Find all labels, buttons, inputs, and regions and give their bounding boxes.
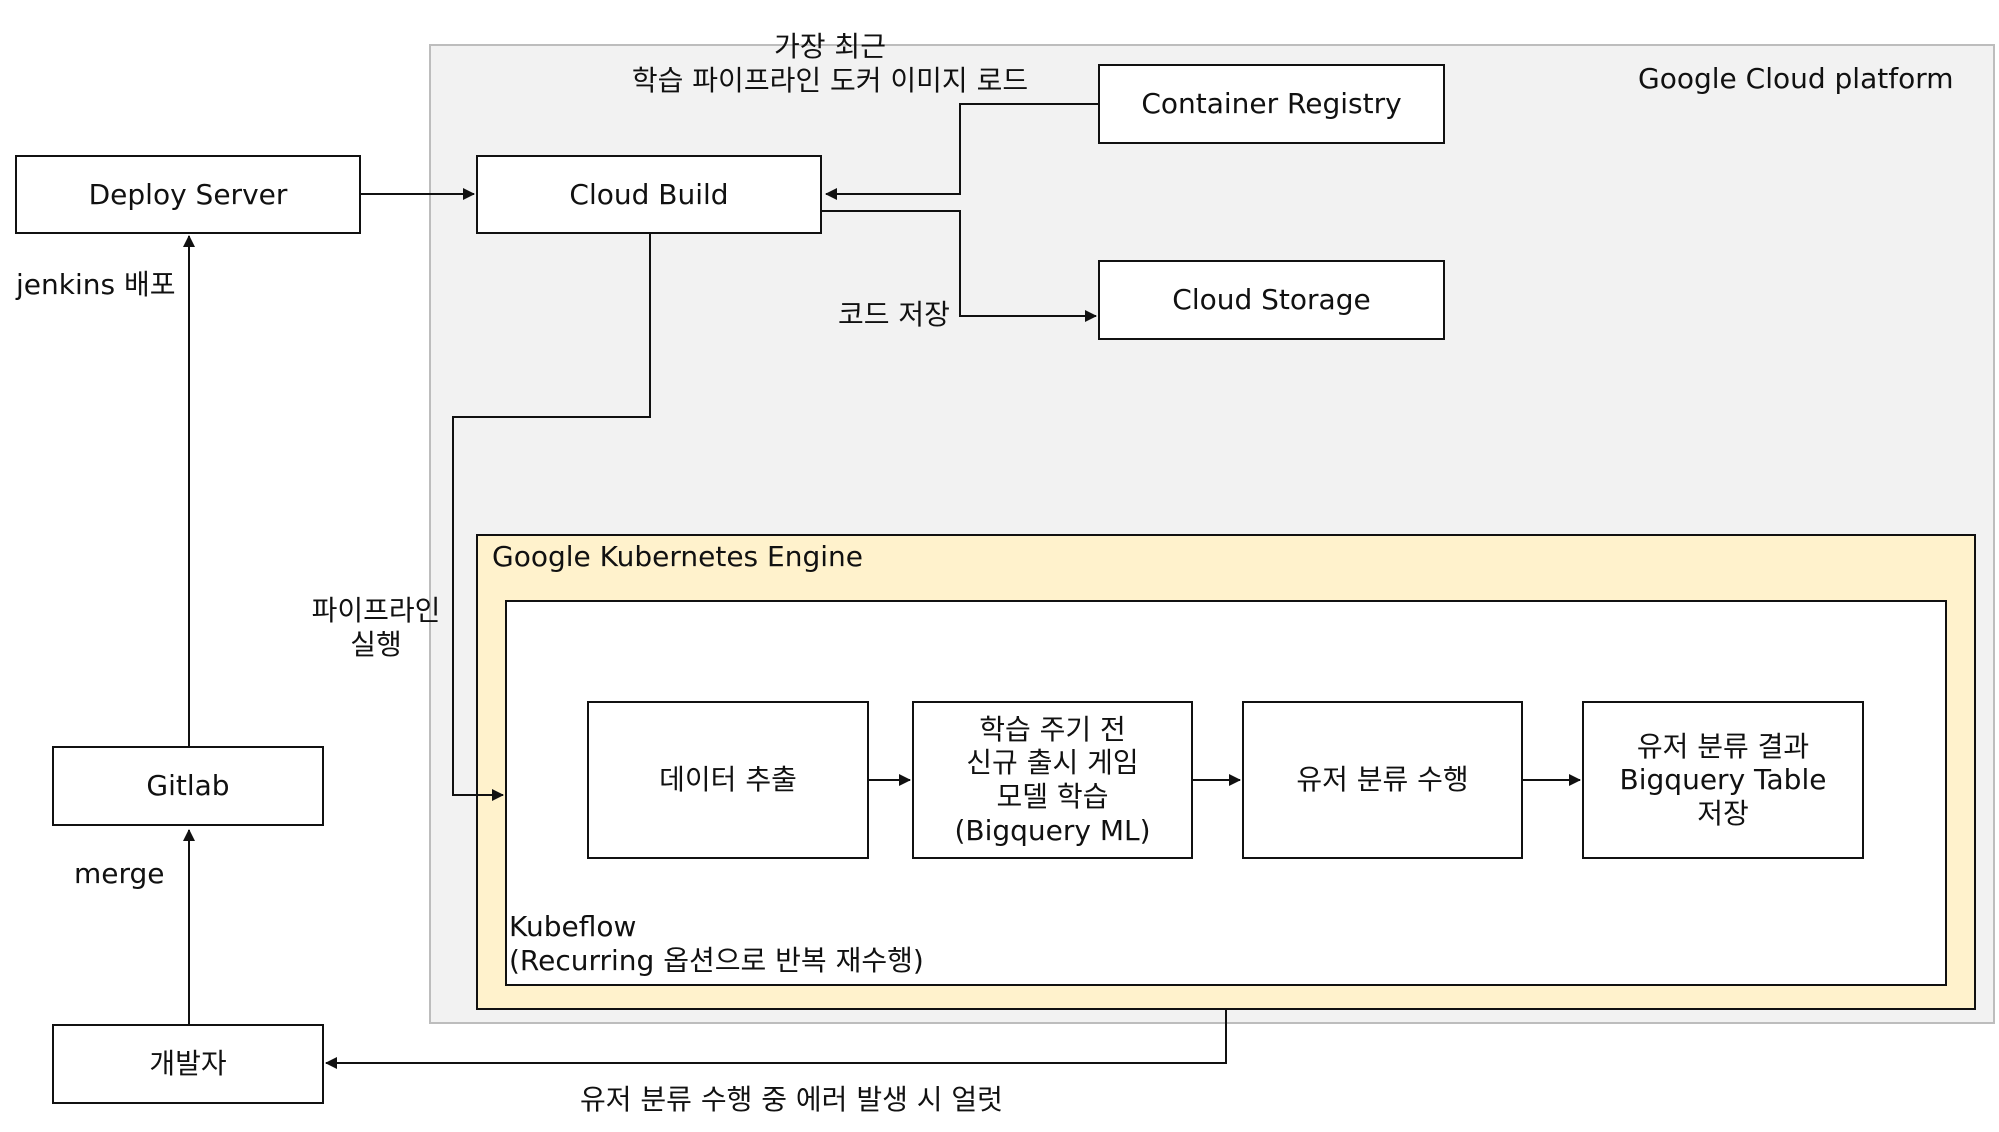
jenkins-deploy-label: jenkins 배포 (16, 268, 176, 301)
model-train-node: 학습 주기 전 신규 출시 게임 모델 학습 (Bigquery ML) (912, 701, 1193, 859)
developer-node: 개발자 (52, 1024, 324, 1104)
run-pipeline-label: 파이프라인 실행 (311, 594, 441, 661)
cloud-build-node: Cloud Build (476, 155, 822, 234)
gke-label: Google Kubernetes Engine (492, 540, 863, 573)
gcp-label: Google Cloud platform (1638, 62, 1954, 95)
gitlab-node: Gitlab (52, 746, 324, 826)
container-registry-node: Container Registry (1098, 64, 1445, 144)
save-result-node: 유저 분류 결과 Bigquery Table 저장 (1582, 701, 1864, 859)
merge-label: merge (74, 857, 165, 890)
user-classify-node: 유저 분류 수행 (1242, 701, 1523, 859)
save-code-label: 코드 저장 (838, 298, 950, 331)
data-extract-node: 데이터 추출 (587, 701, 869, 859)
error-alert-label: 유저 분류 수행 중 에러 발생 시 얼럿 (580, 1083, 1003, 1116)
cloud-storage-node: Cloud Storage (1098, 260, 1445, 340)
load-image-label: 가장 최근 학습 파이프라인 도커 이미지 로드 (631, 30, 1029, 97)
deploy-server-node: Deploy Server (15, 155, 361, 234)
kubeflow-label: Kubeflow (Recurring 옵션으로 반복 재수행) (509, 910, 924, 977)
